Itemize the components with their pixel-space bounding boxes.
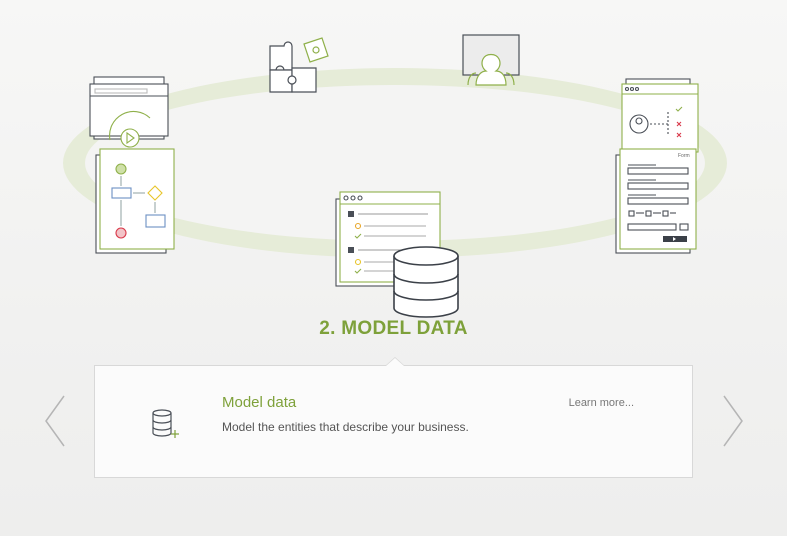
learn-more-link[interactable]: Learn more...: [568, 397, 634, 409]
card-title: Model data: [222, 394, 297, 411]
users-icon[interactable]: [462, 34, 520, 86]
previous-arrow-icon[interactable]: [44, 395, 66, 447]
card-pointer-fill: [386, 358, 404, 366]
lifecycle-orbit: [63, 68, 727, 258]
next-arrow-icon[interactable]: [722, 395, 744, 447]
database-icon[interactable]: [393, 246, 459, 318]
forms-icon[interactable]: Form: [615, 78, 699, 254]
process-flow-icon[interactable]: [89, 76, 175, 254]
puzzle-icon[interactable]: [269, 37, 329, 93]
card-description: Model the entities that describe your bu…: [222, 420, 469, 434]
form-label: Form: [678, 153, 690, 159]
stage-title: 2. MODEL DATA: [319, 318, 468, 339]
database-add-icon: [152, 409, 179, 438]
stage-detail-card: Model data Model the entities that descr…: [94, 365, 693, 478]
